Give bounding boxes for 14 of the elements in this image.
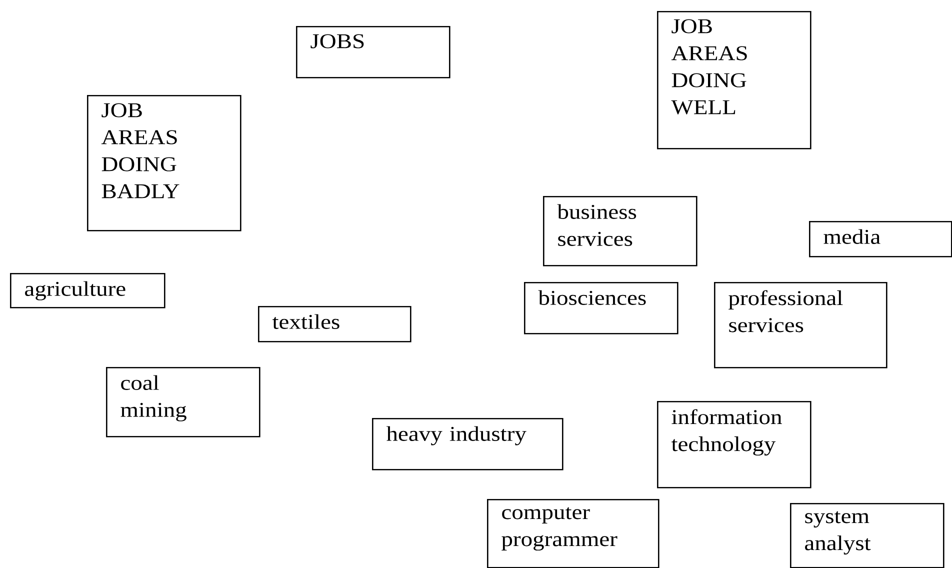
text-box: JOB AREAS DOING BADLY xyxy=(87,95,242,232)
text-box: biosciences xyxy=(524,282,678,334)
text-box: JOBS xyxy=(296,26,450,78)
text-box: textiles xyxy=(258,306,412,342)
text-box: agriculture xyxy=(10,273,166,308)
text-box: media xyxy=(809,221,952,258)
text-box: business services xyxy=(543,196,698,266)
text-box: system analyst xyxy=(790,503,944,568)
text-box: JOB AREAS DOING WELL xyxy=(657,11,812,150)
text-box: professional services xyxy=(714,282,888,368)
text-box: computer programmer xyxy=(487,499,660,568)
text-box: information technology xyxy=(657,401,812,488)
text-box: heavy industry xyxy=(372,418,564,470)
text-box: coal mining xyxy=(106,367,260,438)
